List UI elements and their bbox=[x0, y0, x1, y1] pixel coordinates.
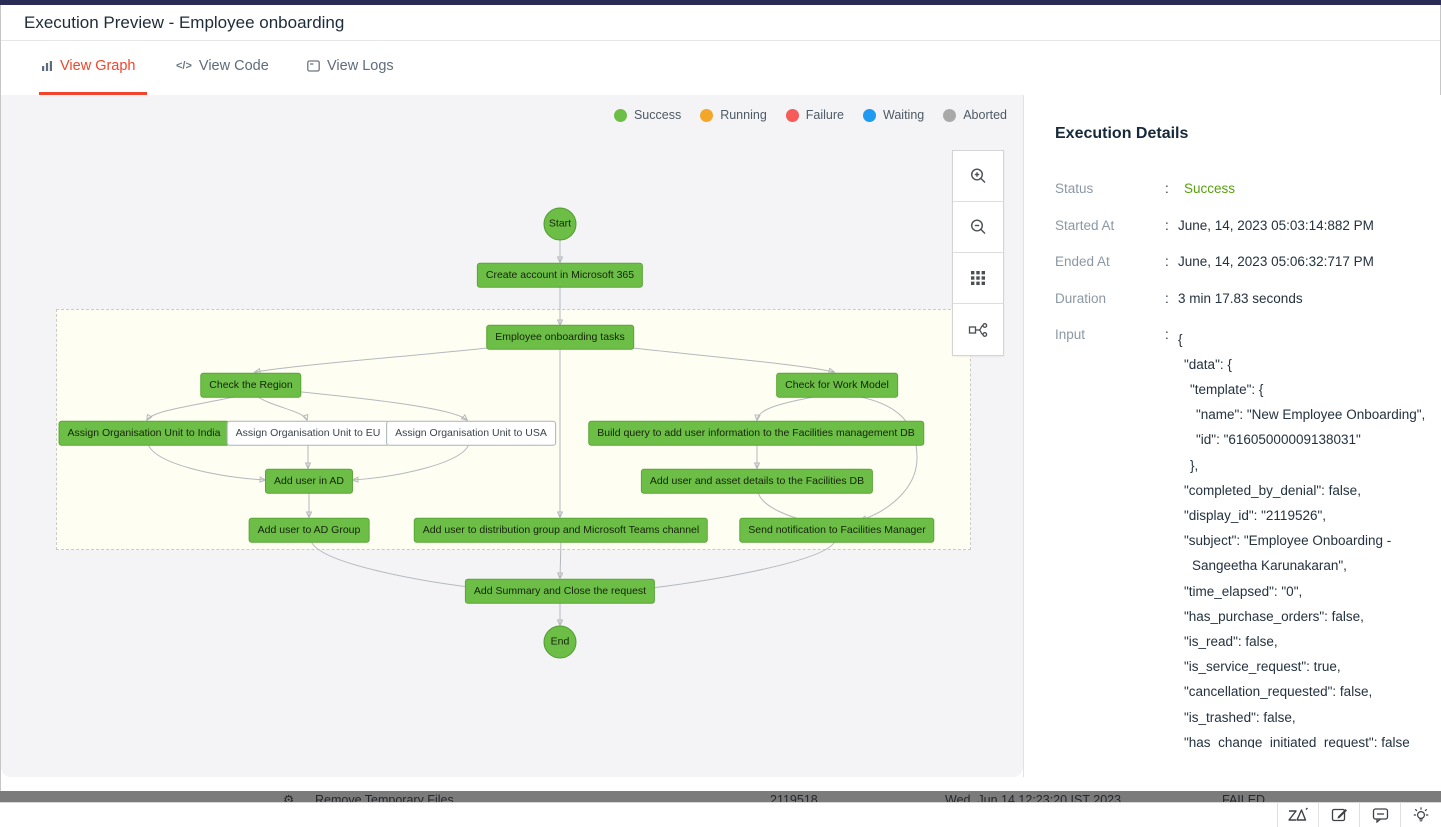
aborted-dot-icon bbox=[943, 108, 957, 122]
layout-flow-button[interactable] bbox=[953, 304, 1003, 355]
input-json-line: "id": "61605000009138031" bbox=[1196, 432, 1361, 448]
graph-node[interactable]: End bbox=[543, 625, 577, 659]
status-legend: Success Running Failure Waiting Aborted bbox=[613, 108, 1007, 122]
status-value: Success bbox=[1184, 181, 1236, 196]
running-dot-icon bbox=[700, 108, 714, 122]
tab-label: View Logs bbox=[327, 58, 394, 74]
input-json-line: "has_change_initiated_request": false bbox=[1184, 734, 1410, 748]
graph-node[interactable]: Check for Work Model bbox=[776, 372, 898, 398]
bg-row-status: FAILED bbox=[1222, 793, 1266, 802]
input-json-line: "cancellation_requested": false, bbox=[1184, 684, 1373, 700]
input-json: {"data": { "template": { "name": "New Empl… bbox=[1178, 327, 1430, 748]
input-json-line: "has_purchase_orders": false, bbox=[1184, 608, 1364, 624]
app-top-strip bbox=[0, 0, 1441, 5]
graph-node[interactable]: Add user and asset details to the Facili… bbox=[640, 468, 874, 494]
execution-details-heading: Execution Details bbox=[1055, 125, 1189, 142]
graph-node[interactable]: Create account in Microsoft 365 bbox=[476, 262, 644, 288]
log-window-icon bbox=[307, 60, 320, 72]
tab-view-graph[interactable]: View Graph bbox=[41, 58, 136, 74]
graph-node[interactable]: Assign Organisation Unit to EU bbox=[226, 420, 390, 446]
graph-node[interactable]: Start bbox=[543, 207, 577, 241]
feedback-edit-icon[interactable] bbox=[1318, 803, 1359, 827]
zoom-in-button[interactable] bbox=[953, 151, 1003, 202]
detail-row-ended-at: Ended At : June, 14, 2023 05:06:32:717 P… bbox=[1055, 254, 1374, 269]
legend-item-running: Running bbox=[700, 108, 767, 122]
input-json-line: { bbox=[1178, 331, 1183, 347]
input-json-line: }, bbox=[1190, 457, 1199, 473]
detail-row-started-at: Started At : June, 14, 2023 05:03:14:882… bbox=[1055, 217, 1374, 233]
modal-title: Execution Preview - Employee onboarding bbox=[24, 13, 345, 32]
tab-label: View Graph bbox=[60, 58, 136, 74]
failure-dot-icon bbox=[785, 108, 799, 122]
input-json-line: "time_elapsed": "0", bbox=[1184, 583, 1303, 599]
detail-row-duration: Duration : 3 min 17.83 seconds bbox=[1055, 290, 1303, 306]
legend-item-success: Success bbox=[613, 108, 681, 122]
graph-node[interactable]: Build query to add user information to t… bbox=[588, 420, 924, 446]
tab-view-code[interactable]: </> View Code bbox=[176, 58, 269, 74]
execution-details-panel: Execution Details Status : Success Start… bbox=[1023, 95, 1441, 777]
detail-row-status: Status : Success bbox=[1055, 181, 1236, 196]
zoom-out-button[interactable] bbox=[953, 202, 1003, 253]
input-json-line: "template": { bbox=[1190, 381, 1264, 397]
tab-view-logs[interactable]: View Logs bbox=[307, 58, 394, 74]
zia-assistant-button[interactable] bbox=[1277, 803, 1318, 827]
execution-preview-modal: Execution Preview - Employee onboarding … bbox=[0, 5, 1441, 796]
graph-node[interactable]: Send notification to Facilities Manager bbox=[739, 517, 935, 543]
legend-item-aborted: Aborted bbox=[943, 108, 1007, 122]
graph-node[interactable]: Add user in AD bbox=[264, 468, 354, 494]
graph-toolbar bbox=[952, 150, 1004, 356]
input-json-line: "subject": "Employee Onboarding - Sangee… bbox=[1184, 533, 1392, 574]
chat-icon[interactable] bbox=[1359, 803, 1400, 827]
graph-node[interactable]: Check the Region bbox=[200, 372, 302, 398]
input-json-line: "completed_by_denial": false, bbox=[1184, 482, 1361, 498]
gear-icon: ⚙ bbox=[283, 793, 295, 802]
input-json-line: "data": { bbox=[1184, 356, 1232, 372]
input-json-line: "name": "New Employee Onboarding", bbox=[1196, 407, 1426, 423]
bg-row-id: 2119518 bbox=[770, 793, 818, 802]
tab-label: View Code bbox=[198, 58, 269, 74]
bg-row-name: Remove Temporary Files bbox=[315, 793, 454, 802]
graph-node[interactable]: Add user to distribution group and Micro… bbox=[413, 517, 709, 543]
graph-edges bbox=[1, 240, 918, 777]
input-json-line: "is_read": false, bbox=[1184, 633, 1278, 649]
tab-bar: View Graph </> View Code View Logs bbox=[1, 42, 1440, 95]
overlay-scrim: ⚙ Remove Temporary Files 2119518 Wed, Ju… bbox=[0, 791, 1441, 802]
code-icon: </> bbox=[176, 60, 192, 72]
graph-node[interactable]: Add Summary and Close the request bbox=[464, 578, 656, 604]
graph-node[interactable]: Employee onboarding tasks bbox=[486, 324, 634, 350]
waiting-dot-icon bbox=[863, 108, 876, 122]
active-tab-underline bbox=[39, 92, 147, 95]
app-bottom-bar bbox=[0, 802, 1441, 827]
graph-node[interactable]: Assign Organisation Unit to USA bbox=[386, 420, 556, 446]
graph-node[interactable]: Assign Organisation Unit to India bbox=[58, 420, 230, 446]
modal-header: Execution Preview - Employee onboarding bbox=[1, 5, 1440, 41]
input-json-line: "display_id": "2119526", bbox=[1184, 507, 1327, 523]
bar-chart-icon bbox=[41, 60, 53, 72]
background-table-row: ⚙ Remove Temporary Files 2119518 Wed, Ju… bbox=[0, 791, 1441, 802]
detail-row-input: Input : {"data": {"template": {"name": "… bbox=[1055, 327, 1435, 748]
grid-view-button[interactable] bbox=[953, 253, 1003, 304]
tips-lightbulb-icon[interactable] bbox=[1400, 803, 1441, 827]
legend-item-waiting: Waiting bbox=[863, 108, 924, 122]
success-dot-icon bbox=[613, 108, 627, 122]
input-json-line: "is_service_request": true, bbox=[1184, 659, 1341, 675]
graph-node[interactable]: Add user to AD Group bbox=[248, 517, 370, 543]
bottom-actions bbox=[1277, 803, 1441, 827]
bg-row-date: Wed, Jun 14 12:23:20 IST 2023 bbox=[945, 793, 1122, 802]
legend-item-failure: Failure bbox=[785, 108, 844, 122]
input-json-line: "is_trashed": false, bbox=[1184, 709, 1296, 725]
